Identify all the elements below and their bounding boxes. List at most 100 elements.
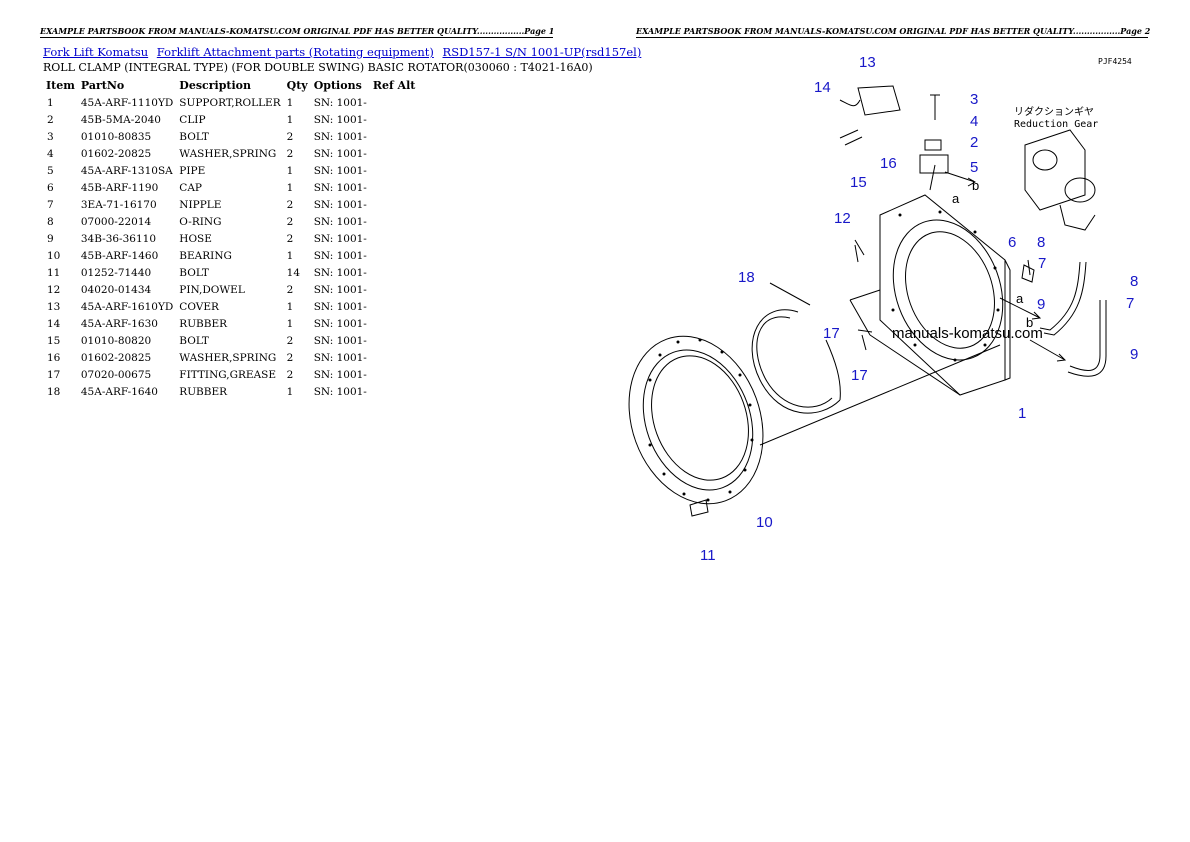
cell-options: SN: 1001-: [313, 385, 367, 398]
cell-qty: 2: [286, 334, 294, 347]
pipe-bracket: [919, 154, 949, 174]
header-partno: PartNo: [80, 79, 125, 92]
callout-8: 8: [1130, 273, 1138, 290]
header-description: Description: [179, 79, 251, 92]
cell-description: O-RING: [179, 215, 222, 228]
reduction-gear-label-jp: リダクションギヤ: [1014, 105, 1094, 118]
cell-description: BOLT: [179, 130, 209, 143]
bearing-ring-lip: [651, 355, 749, 481]
cell-options: SN: 1001-: [313, 351, 367, 364]
cell-options: SN: 1001-: [313, 249, 367, 262]
cell-qty: 1: [286, 113, 294, 126]
bearing-ring-inner: [642, 349, 754, 491]
breadcrumb-link-attachment[interactable]: Forklift Attachment parts (Rotating equi…: [156, 45, 434, 59]
cell-item: 2: [47, 113, 54, 126]
cell-partno: 01602-20825: [80, 147, 152, 160]
cell-description: CLIP: [179, 113, 206, 126]
cell-partno: 45B-ARF-1460: [80, 249, 159, 262]
callout-1: 1: [1018, 405, 1026, 422]
cell-partno: 34B-36-36110: [80, 232, 157, 245]
cell-item: 15: [47, 334, 61, 347]
cell-partno: 07020-00675: [80, 368, 152, 381]
cell-qty: 1: [286, 300, 294, 313]
reduction-gear-box: [1024, 129, 1086, 211]
bearing-ring-outer: [628, 335, 764, 505]
table-header-row: Item PartNo Description Qty Options Ref …: [43, 77, 418, 94]
cell-qty: 2: [286, 198, 294, 211]
hose-lower: [1069, 300, 1101, 372]
exploded-parts-diagram: PJF4254 リダクションギヤ Reduction Gear manuals-…: [628, 54, 1138, 564]
cell-refalt: [370, 145, 419, 162]
cell-item: 14: [47, 317, 61, 330]
cell-description: BOLT: [179, 266, 209, 279]
housing-bore-inner: [905, 231, 995, 349]
cell-refalt: [370, 162, 419, 179]
cell-options: SN: 1001-: [313, 181, 367, 194]
parts-table: Item PartNo Description Qty Options Ref …: [43, 77, 418, 400]
cell-item: 12: [47, 283, 61, 296]
hose-upper: [1039, 261, 1081, 331]
cell-partno: 45B-ARF-1190: [80, 181, 159, 194]
cell-item: 9: [47, 232, 54, 245]
header-refalt: Ref Alt: [372, 79, 416, 92]
breadcrumb-link-model[interactable]: RSD157-1 S/N 1001-UP(rsd157el): [442, 45, 642, 59]
cell-refalt: [370, 196, 419, 213]
cell-item: 11: [47, 266, 61, 279]
cell-partno: 45A-ARF-1610YD: [80, 300, 174, 313]
cell-qty: 1: [286, 385, 294, 398]
page2-banner: EXAMPLE PARTSBOOK FROM MANUALS-KOMATSU.C…: [636, 26, 1151, 38]
cell-description: FITTING,GREASE: [179, 368, 277, 381]
cell-description: WASHER,SPRING: [179, 147, 277, 160]
callout-17: 17: [851, 367, 868, 384]
cell-refalt: [370, 349, 419, 366]
diagram-code: PJF4254: [1098, 57, 1132, 66]
cell-options: SN: 1001-: [313, 300, 367, 313]
housing-bore-outer: [892, 219, 1004, 361]
cell-partno: 45A-ARF-1110YD: [80, 96, 174, 109]
cell-qty: 1: [286, 96, 294, 109]
cell-description: RUBBER: [179, 317, 228, 330]
header-item: Item: [46, 79, 75, 92]
cell-item: 7: [47, 198, 54, 211]
cell-item: 1: [47, 96, 54, 109]
cell-refalt: [370, 179, 419, 196]
cell-qty: 2: [286, 130, 294, 143]
cell-options: SN: 1001-: [313, 368, 367, 381]
callout-11: 11: [700, 547, 716, 564]
cell-item: 16: [47, 351, 61, 364]
header-qty: Qty: [286, 79, 308, 92]
clip: [924, 139, 942, 151]
cell-item: 5: [47, 164, 54, 177]
cell-partno: 01602-20825: [80, 351, 152, 364]
cell-qty: 2: [286, 215, 294, 228]
cell-options: SN: 1001-: [313, 198, 367, 211]
cell-description: RUBBER: [179, 385, 228, 398]
callout-12: 12: [834, 210, 851, 227]
callout-2: 2: [970, 134, 978, 151]
cell-partno: 45A-ARF-1630: [80, 317, 158, 330]
breadcrumb-link-forklift[interactable]: Fork Lift Komatsu: [43, 45, 149, 59]
cell-description: HOSE: [179, 232, 212, 245]
cell-partno: 04020-01434: [80, 283, 152, 296]
cell-options: SN: 1001-: [313, 215, 367, 228]
callout-17: 17: [823, 325, 840, 342]
cell-qty: 2: [286, 232, 294, 245]
letter-a-top: a: [952, 191, 960, 206]
cell-options: SN: 1001-: [313, 334, 367, 347]
letter-b-side: b: [1026, 315, 1033, 330]
cell-options: SN: 1001-: [313, 96, 367, 109]
cell-refalt: [370, 94, 419, 111]
cell-description: CAP: [179, 181, 202, 194]
cell-refalt: [370, 332, 419, 349]
